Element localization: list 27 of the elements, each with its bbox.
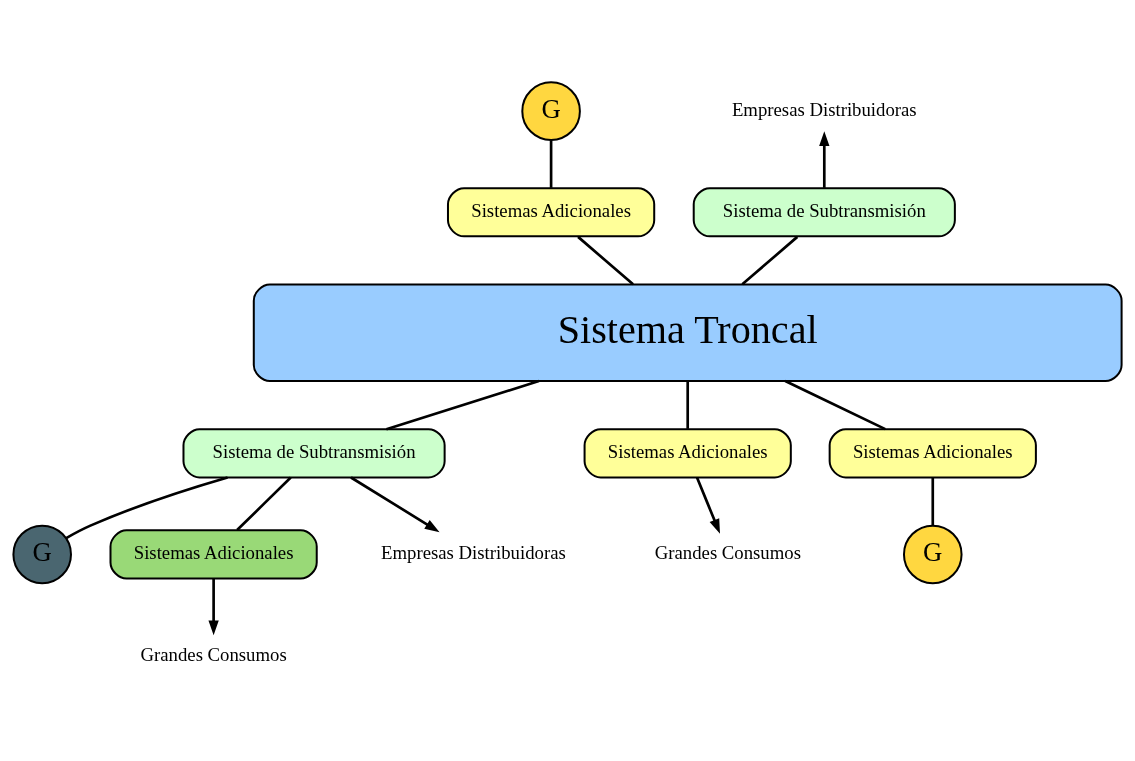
- connector: [386, 379, 540, 430]
- node-circle: G: [12, 524, 72, 584]
- arrow: [208, 578, 219, 635]
- node-circle: G: [902, 524, 963, 584]
- node-box: Sistemas Adicionales: [828, 427, 1037, 478]
- connector: [236, 476, 292, 531]
- connector: [686, 380, 690, 429]
- node-text: Empresas Distribuidoras: [731, 98, 917, 120]
- node-box: Sistema de Subtransmisión: [182, 427, 446, 478]
- connector: [931, 477, 935, 525]
- node-circle: G: [521, 80, 581, 141]
- connector: [65, 475, 228, 539]
- arrow: [819, 130, 830, 188]
- node-box: Sistemas Adicionales: [583, 427, 792, 478]
- connector: [549, 139, 553, 188]
- node-box: Sistemas Adicionales: [446, 186, 656, 237]
- node-text: Grandes Consumos: [140, 642, 287, 664]
- node-text: Grandes Consumos: [654, 541, 801, 563]
- node-text: Empresas Distribuidoras: [381, 541, 566, 563]
- node-box: Sistema de Subtransmisión: [692, 186, 956, 237]
- node-box: Sistema Troncal: [252, 283, 1123, 382]
- connector: [784, 379, 886, 430]
- arrow: [350, 475, 440, 532]
- connector: [577, 235, 634, 285]
- arrow: [695, 476, 720, 534]
- node-box: Sistemas Adicionales: [109, 528, 318, 580]
- connector: [741, 235, 799, 285]
